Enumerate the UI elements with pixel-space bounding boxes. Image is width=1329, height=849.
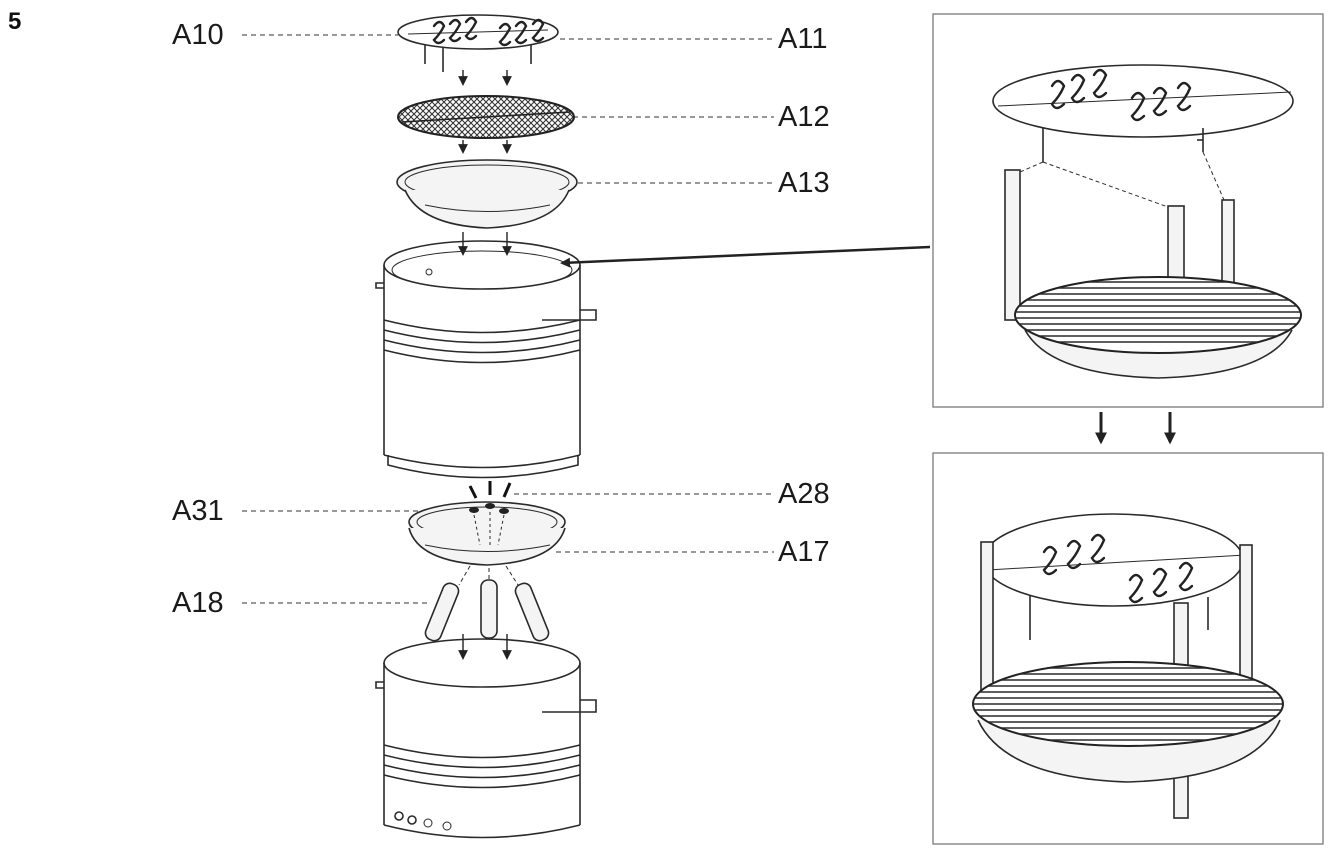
step-number: 5 [8, 8, 22, 35]
upper-barrel [375, 240, 597, 479]
label-a12: A12 [778, 101, 830, 133]
panel1-grate-bars [1015, 281, 1300, 343]
label-a31: A31 [172, 495, 224, 527]
detail-panel-exploded [932, 13, 1324, 408]
label-a17: A17 [778, 536, 830, 568]
leader-lines [242, 34, 774, 604]
label-a11: A11 [778, 23, 828, 55]
lower-barrel [375, 638, 597, 839]
top-rack-with-hooks [397, 14, 559, 72]
label-a10: A10 [172, 19, 224, 51]
detail-panel-assembled [932, 452, 1324, 845]
label-a13: A13 [778, 167, 830, 199]
grill-grate [397, 95, 575, 139]
fuel-bowl [408, 481, 566, 566]
label-a18: A18 [172, 587, 224, 619]
detail-callout-arrow [560, 245, 931, 268]
label-a28: A28 [778, 478, 830, 510]
fire-bowl [396, 159, 578, 229]
legs [424, 565, 550, 642]
